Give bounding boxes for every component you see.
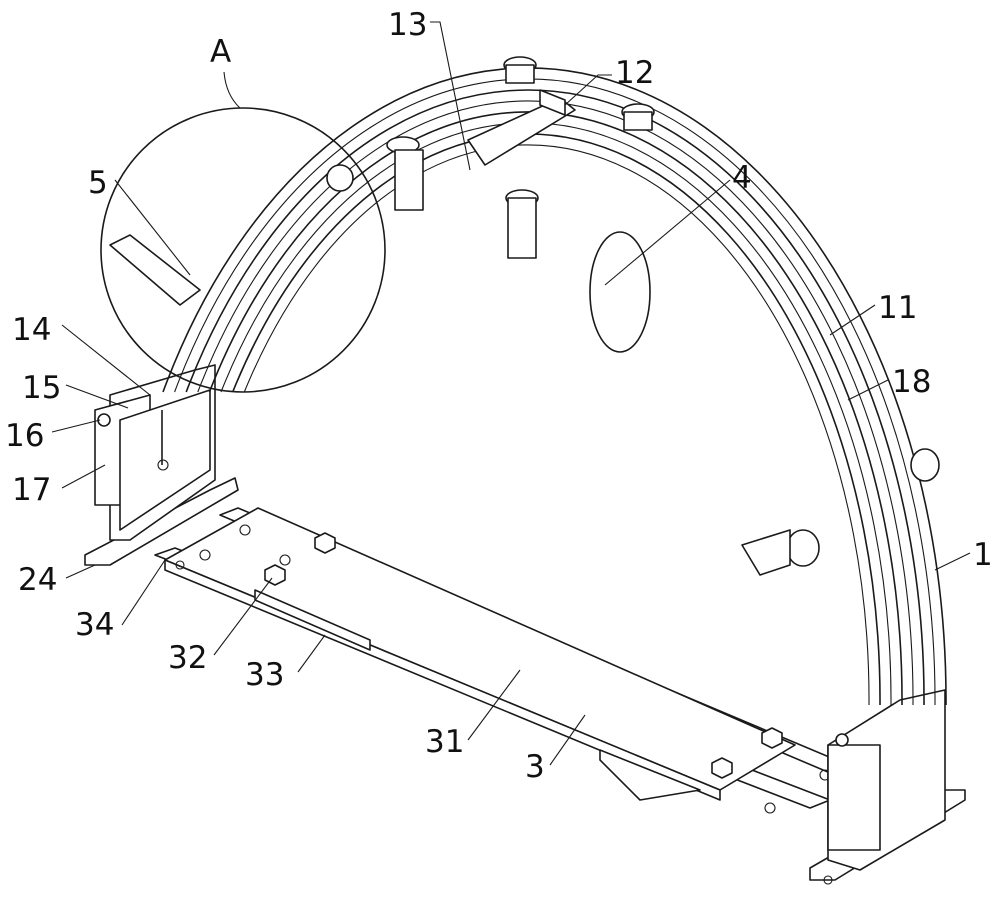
right-support	[809, 689, 966, 885]
leader-lines	[51, 21, 971, 766]
arch-band	[243, 144, 870, 706]
label-14: 14	[12, 312, 51, 348]
label-1: 1	[973, 537, 993, 573]
label-13: 13	[388, 7, 427, 43]
label-15: 15	[22, 370, 61, 406]
arch-band	[220, 122, 892, 706]
label-34: 34	[75, 607, 114, 643]
label-11: 11	[878, 290, 917, 326]
arch-band	[208, 111, 903, 706]
label-3: 3	[525, 749, 545, 785]
label-18: 18	[892, 364, 931, 400]
bolts	[264, 532, 783, 779]
arch-band	[174, 78, 936, 706]
label-a: A	[210, 34, 231, 70]
label-33: 33	[245, 657, 284, 693]
label-12: 12	[615, 55, 654, 91]
arch-band	[162, 67, 947, 706]
detail-circle-a	[100, 107, 386, 393]
label-17: 17	[12, 472, 51, 508]
label-31: 31	[425, 724, 464, 760]
top-connector	[467, 89, 576, 166]
left-support	[84, 364, 239, 566]
part-labels: A 13 12 5 4 11 18 14 15 16 17 1 24 34 32…	[5, 7, 993, 785]
label-5: 5	[88, 165, 108, 201]
label-16: 16	[5, 418, 44, 454]
knobs	[109, 56, 940, 576]
label-24: 24	[18, 562, 57, 598]
arch-band	[231, 133, 881, 706]
base-plate	[154, 507, 861, 814]
label-4: 4	[732, 160, 752, 196]
arch-frame	[162, 67, 947, 706]
label-32: 32	[168, 640, 207, 676]
